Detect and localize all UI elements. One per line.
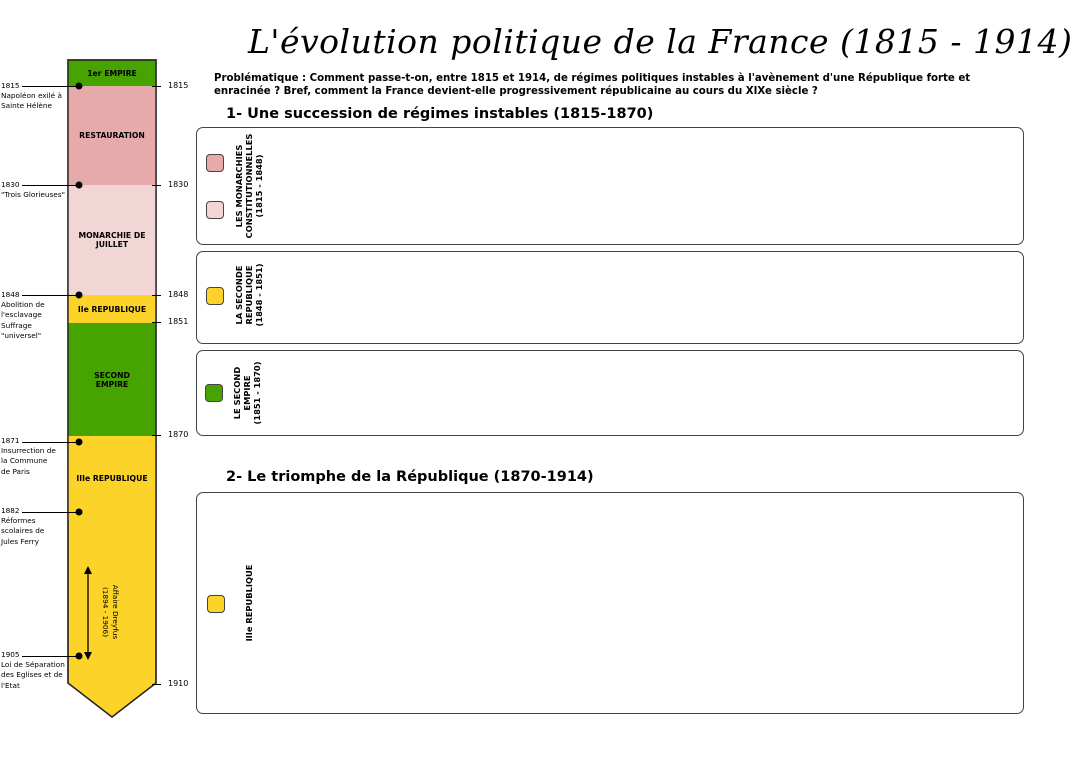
tick-1910: 1910 xyxy=(168,679,189,688)
box-monarchies[interactable]: LES MONARCHIES CONSTITUTIONNELLES (1815 … xyxy=(196,127,1024,245)
section1-title: 1- Une succession de régimes instables (… xyxy=(226,106,654,122)
event-1905-line xyxy=(22,656,79,658)
box-label-second-empire: LE SECOND EMPIRE (1851 - 1870) xyxy=(232,361,262,425)
legend-swatch-restauration xyxy=(206,154,224,172)
tick-1851: 1851 xyxy=(168,317,189,326)
tick-1870: 1870 xyxy=(168,430,189,439)
event-1830-line xyxy=(22,185,79,187)
event-1848-text: Abolition de l'esclavage Suffrage "unive… xyxy=(1,300,45,340)
tick-1910-mark xyxy=(152,684,161,686)
timeline-bar: 1er EMPIRE RESTAURATION MONARCHIE DE JUI… xyxy=(67,59,157,718)
tick-1830: 1830 xyxy=(168,180,189,189)
tick-1870-mark xyxy=(152,435,161,437)
event-1848-dot xyxy=(75,291,83,299)
tick-1815-mark xyxy=(152,86,161,88)
event-1905-text: Loi de Séparation des Eglises et de l'Et… xyxy=(1,660,65,690)
segment-second-empire: SECOND EMPIRE xyxy=(68,323,156,436)
segment-iie-republique: IIe REPUBLIQUE xyxy=(68,295,156,323)
dreyfus-double-arrow xyxy=(84,566,92,660)
segment-monarchie-juillet: MONARCHIE DE JUILLET xyxy=(68,185,156,295)
event-1882-dot xyxy=(75,508,83,516)
event-1830-dot xyxy=(75,181,83,189)
page-title: L'évolution politique de la France (1815… xyxy=(248,22,1072,61)
segment-restauration: RESTAURATION xyxy=(68,86,156,185)
event-1882-line xyxy=(22,512,79,514)
segment-iiie-republique: IIIe REPUBLIQUE xyxy=(68,436,156,520)
legend-swatch-second-empire xyxy=(205,384,223,402)
box-label-troisieme-republique: IIIe REPUBLIQUE xyxy=(244,564,254,642)
section2-title: 2- Le triomphe de la République (1870-19… xyxy=(226,469,594,485)
problematique-text: Problématique : Comment passe-t-on, entr… xyxy=(214,73,971,97)
box-label-seconde-republique: LA SECONDE REPUBLIQUE (1848 - 1851) xyxy=(234,263,264,327)
event-1882-year: 1882 xyxy=(1,506,20,515)
event-1871-text: Insurrection de la Commune de Paris xyxy=(1,446,56,476)
event-1848-year: 1848 xyxy=(1,290,20,299)
event-1871-year: 1871 xyxy=(1,436,20,445)
event-1882-text: Réformes scolaires de Jules Ferry xyxy=(1,516,45,546)
event-1815-line xyxy=(22,86,79,88)
event-1815-text: Napoléon exilé à Sainte Hélène xyxy=(1,91,62,111)
event-1815-dot xyxy=(75,82,83,90)
box-troisieme-republique[interactable]: IIIe REPUBLIQUE xyxy=(196,492,1024,714)
event-1815-year: 1815 xyxy=(1,81,20,90)
legend-swatch-troisieme-republique xyxy=(207,595,225,613)
event-1905-year: 1905 xyxy=(1,650,20,659)
event-1848-line xyxy=(22,295,79,297)
segment-1er-empire: 1er EMPIRE xyxy=(68,60,156,86)
event-1830-text: "Trois Glorieuses" xyxy=(1,190,65,199)
event-1871-line xyxy=(22,442,79,444)
box-second-empire[interactable]: LE SECOND EMPIRE (1851 - 1870) xyxy=(196,350,1024,436)
tick-1851-mark xyxy=(152,322,161,324)
event-1905-dot xyxy=(75,652,83,660)
tick-1815: 1815 xyxy=(168,81,189,90)
box-seconde-republique[interactable]: LA SECONDE REPUBLIQUE (1848 - 1851) xyxy=(196,251,1024,344)
legend-swatch-seconde-republique xyxy=(206,287,224,305)
tick-1848: 1848 xyxy=(168,290,189,299)
event-1830-year: 1830 xyxy=(1,180,20,189)
legend-swatch-monarchie-juillet xyxy=(206,201,224,219)
tick-1830-mark xyxy=(152,185,161,187)
tick-1848-mark xyxy=(152,295,161,297)
box-label-monarchies: LES MONARCHIES CONSTITUTIONNELLES (1815 … xyxy=(234,133,264,239)
event-1871-dot xyxy=(75,438,83,446)
dreyfus-label: Affaire Dreyfus (1894 - 1906) xyxy=(101,584,120,640)
